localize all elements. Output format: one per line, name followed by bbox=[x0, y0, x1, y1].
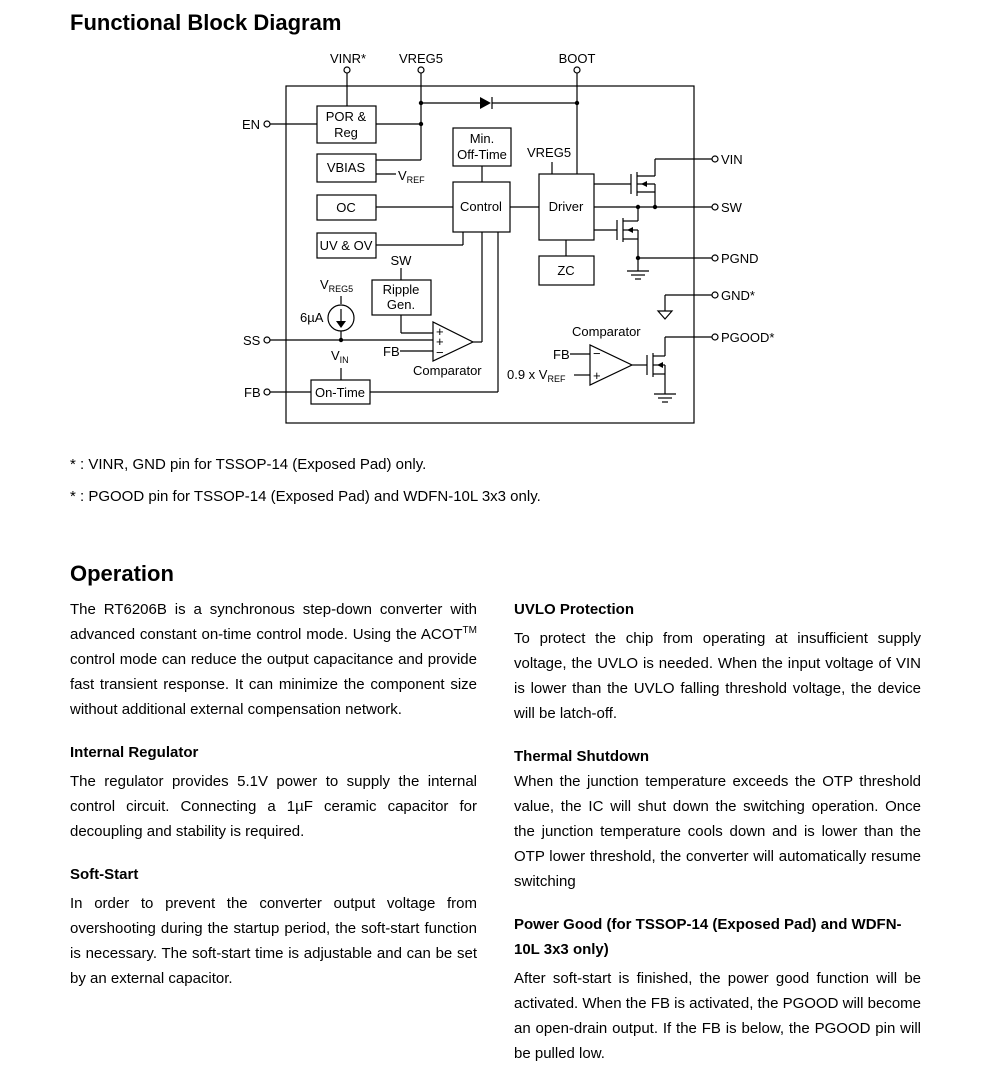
svg-text:+: + bbox=[436, 334, 444, 349]
soft-start-heading: Soft-Start bbox=[70, 866, 139, 883]
svg-text:On-Time: On-Time bbox=[315, 385, 365, 400]
vreg5-internal-label: VREG5 bbox=[527, 145, 571, 160]
note-pgood: * : PGOOD pin for TSSOP-14 (Exposed Pad)… bbox=[70, 488, 541, 505]
uvlo-heading: UVLO Protection bbox=[514, 601, 635, 618]
uv-ov-block bbox=[316, 232, 377, 259]
note-vinr-gnd: * : VINR, GND pin for TSSOP-14 (Exposed … bbox=[70, 456, 427, 473]
chip-outline bbox=[285, 85, 695, 424]
svg-text:Min.: Min. bbox=[470, 131, 495, 146]
internal-regulator-text: The regulator provides 5.1V power to sup… bbox=[70, 773, 477, 840]
svg-text:Off-Time: Off-Time bbox=[457, 147, 507, 162]
pin-vinr: VINR* bbox=[330, 51, 366, 66]
svg-text:ZC: ZC bbox=[557, 263, 574, 278]
operation-left-column: The RT6206B is a synchronous step-down c… bbox=[70, 597, 477, 991]
svg-text:+: + bbox=[593, 368, 601, 383]
pin-pgnd: PGND bbox=[721, 251, 759, 266]
fb-pgood-label: FB bbox=[553, 347, 570, 362]
zc-block bbox=[538, 255, 595, 286]
power-good-text: After soft-start is finished, the power … bbox=[514, 970, 921, 1062]
svg-text:Ripple: Ripple bbox=[383, 282, 420, 297]
sw-ripple-label: SW bbox=[391, 253, 413, 268]
vin-ontime-label: VIN bbox=[331, 348, 349, 365]
svg-text:UV & OV: UV & OV bbox=[320, 238, 373, 253]
diode-icon bbox=[480, 97, 491, 109]
functional-block-diagram: VINR* VREG5 BOOT EN POR & Reg VBIAS VREF… bbox=[242, 51, 774, 424]
svg-text:Control: Control bbox=[460, 199, 502, 214]
uvlo-text: To protect the chip from operating at in… bbox=[514, 630, 921, 722]
vref-label: VREF bbox=[398, 168, 425, 185]
svg-text:Reg: Reg bbox=[334, 125, 358, 140]
main-comparator-label: Comparator bbox=[413, 363, 482, 378]
operation-title: Operation bbox=[70, 561, 174, 586]
operation-intro: The RT6206B is a synchronous step-down c… bbox=[70, 601, 477, 718]
svg-text:OC: OC bbox=[336, 200, 356, 215]
pin-gnd: GND* bbox=[721, 288, 755, 303]
pin-pgood: PGOOD* bbox=[721, 330, 774, 345]
svg-text:VBIAS: VBIAS bbox=[327, 160, 366, 175]
svg-text:Driver: Driver bbox=[549, 199, 584, 214]
svg-text:+: + bbox=[436, 324, 444, 339]
power-good-heading: Power Good (for TSSOP-14 (Exposed Pad) a… bbox=[514, 916, 902, 958]
vbias-block bbox=[316, 153, 377, 183]
pin-ss: SS bbox=[243, 333, 261, 348]
pin-en: EN bbox=[242, 117, 260, 132]
control-block bbox=[452, 181, 511, 233]
svg-text:−: − bbox=[436, 345, 444, 360]
pin-vreg5: VREG5 bbox=[399, 51, 443, 66]
vref09-label: 0.9 x VREF bbox=[507, 367, 566, 384]
operation-right-column: UVLO Protection To protect the chip from… bbox=[514, 597, 921, 1066]
main-comparator bbox=[432, 321, 475, 362]
ripple-gen-block bbox=[371, 279, 432, 316]
internal-regulator-heading: Internal Regulator bbox=[70, 744, 199, 761]
svg-text:−: − bbox=[593, 346, 601, 361]
vreg5-source-label: VREG5 bbox=[320, 277, 353, 294]
functional-block-diagram-title: Functional Block Diagram bbox=[70, 10, 342, 35]
thermal-shutdown-heading: Thermal Shutdown bbox=[514, 748, 649, 765]
pin-fb: FB bbox=[244, 385, 261, 400]
soft-start-text: In order to prevent the converter output… bbox=[70, 895, 477, 987]
por-reg-block bbox=[316, 105, 377, 144]
thermal-shutdown-text: When the junction temperature exceeds th… bbox=[514, 773, 921, 890]
svg-text:POR &: POR & bbox=[326, 109, 367, 124]
svg-text:Gen.: Gen. bbox=[387, 297, 415, 312]
pin-boot: BOOT bbox=[559, 51, 596, 66]
pgood-comparator bbox=[589, 344, 634, 386]
ontime-block bbox=[310, 379, 371, 405]
pgood-comparator-label: Comparator bbox=[572, 324, 641, 339]
current-source-label: 6µA bbox=[300, 310, 324, 325]
fb-comparator-label: FB bbox=[383, 344, 400, 359]
pin-sw: SW bbox=[721, 200, 743, 215]
pin-vin: VIN bbox=[721, 152, 743, 167]
